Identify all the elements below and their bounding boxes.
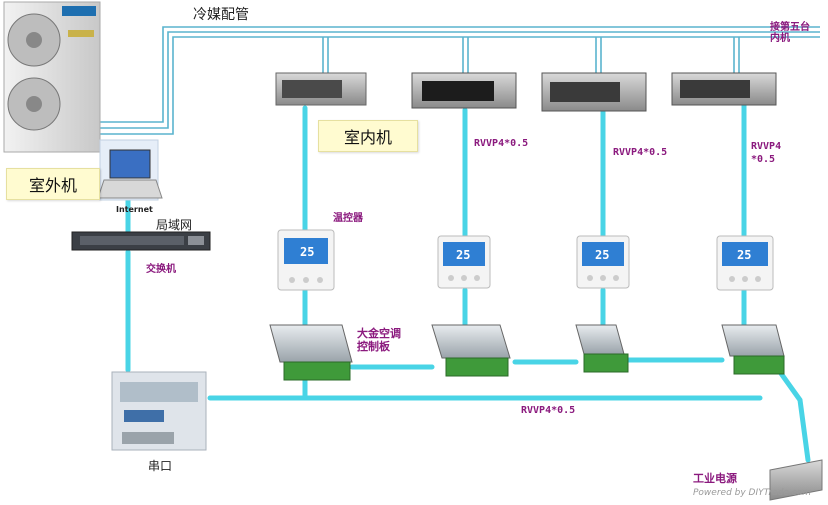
network-switch-image [71, 231, 211, 251]
serial-port-label: 串口 [148, 459, 173, 473]
thermostat-1-reading: 25 [300, 245, 314, 259]
thermostat-2 [437, 235, 491, 289]
controller-board-3 [575, 324, 629, 373]
bus-cable-spec-label: RVVP4*0.5 [521, 405, 576, 416]
controller-board-1 [269, 324, 353, 381]
serial-device-image [111, 371, 207, 451]
controller-board-label: 大金空调 控制板 [357, 327, 401, 353]
control-cabling [125, 101, 811, 463]
thermostat-3-reading: 25 [595, 248, 609, 262]
indoor-unit-1 [275, 72, 367, 106]
cable-spec-label-3: RVVP4 *0.5 [751, 141, 782, 165]
thermostat-4 [716, 235, 774, 291]
cable-spec-label-2: RVVP4*0.5 [613, 147, 668, 158]
laptop-image [97, 139, 163, 201]
fifth-indoor-unit-label: 接第五台 内机 [770, 22, 810, 44]
lan-label: 局域网 [156, 218, 193, 232]
thermostat-2-reading: 25 [456, 248, 470, 262]
refrigerant-pipe-label: 冷媒配管 [193, 7, 249, 23]
internet-label: Internet [116, 205, 153, 214]
indoor-unit-4 [671, 72, 777, 106]
thermostat-3 [576, 235, 630, 289]
thermostat-1 [277, 229, 335, 291]
indoor-unit-3 [541, 72, 647, 112]
controller-board-4 [721, 324, 785, 375]
indoor-unit-2 [411, 72, 517, 109]
power-supply-image [769, 459, 823, 501]
outdoor-unit-image [3, 1, 101, 153]
cable-spec-label-1: RVVP4*0.5 [474, 138, 529, 149]
power-supply-label: 工业电源 [693, 472, 737, 485]
refrigerant-piping [100, 26, 820, 135]
controller-board-2 [431, 324, 511, 377]
thermostat-label: 温控器 [333, 213, 363, 224]
outdoor-unit-label: 室外机 [6, 168, 100, 200]
watermark-text: Powered by DIYTrade.com [693, 488, 811, 498]
thermostat-4-reading: 25 [737, 248, 751, 262]
indoor-unit-label: 室内机 [318, 120, 418, 152]
switch-label: 交换机 [146, 264, 176, 275]
